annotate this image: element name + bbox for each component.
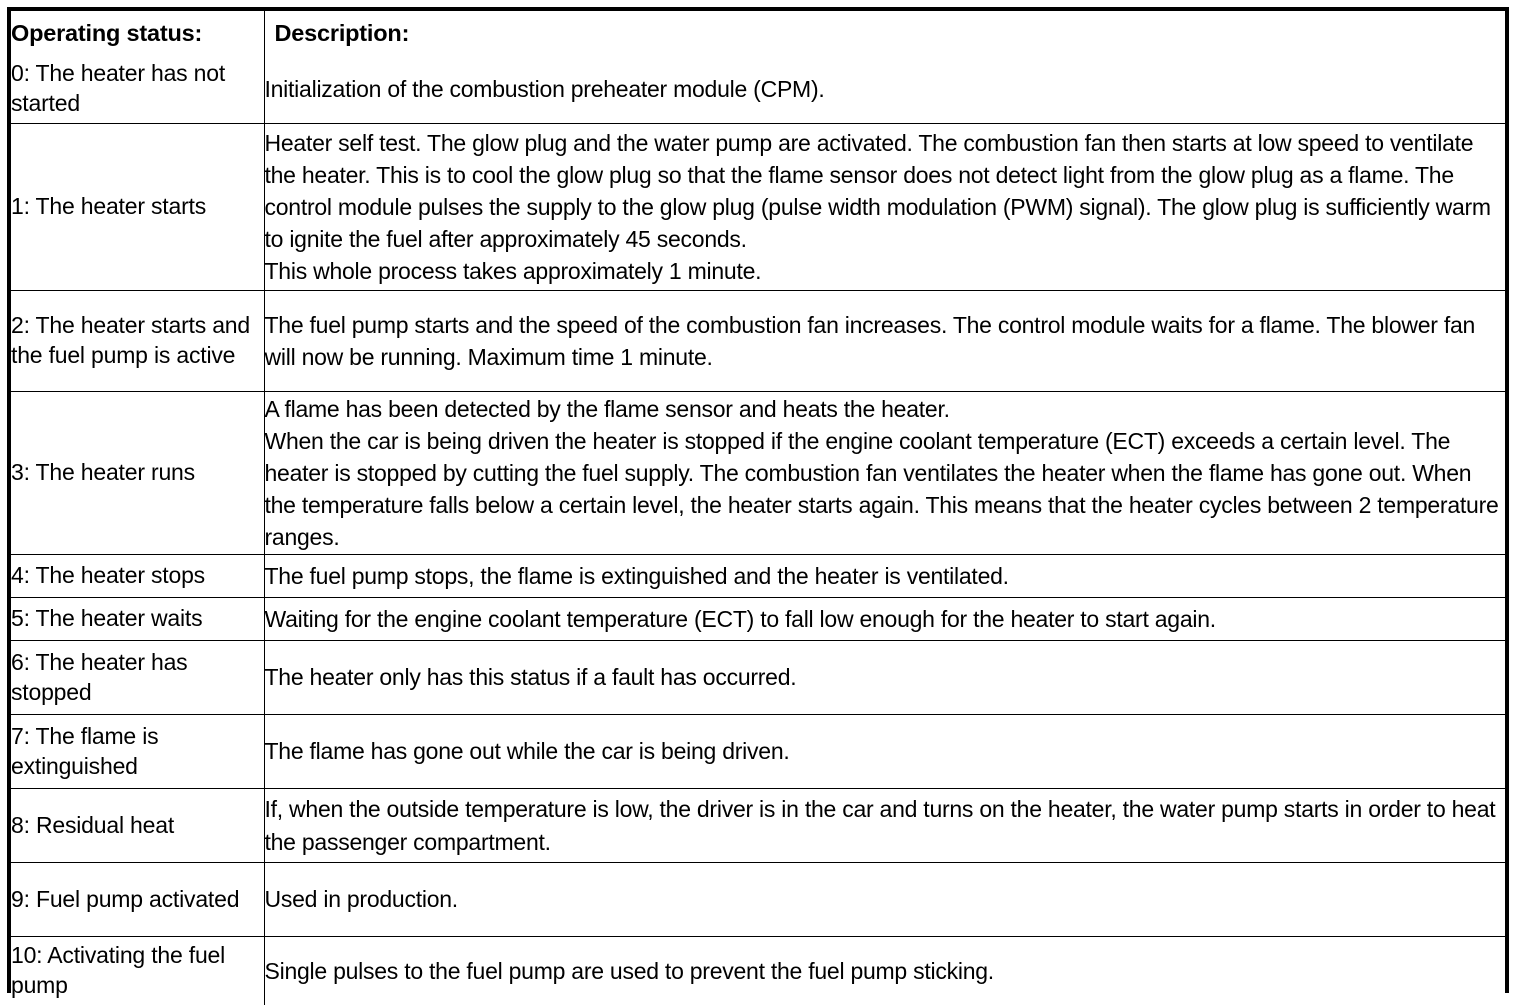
cell-operating-status: 5: The heater waits <box>11 598 264 641</box>
cell-description: Used in production. <box>264 863 1505 937</box>
description-line: When the car is being driven the heater … <box>265 425 1506 554</box>
cell-description: Initialization of the combustion preheat… <box>264 55 1505 124</box>
cell-description: The heater only has this status if a fau… <box>264 641 1505 715</box>
description-line: If, when the outside temperature is low,… <box>265 793 1506 857</box>
cell-description: Waiting for the engine coolant temperatu… <box>264 598 1505 641</box>
cell-description: Heater self test. The glow plug and the … <box>264 124 1505 291</box>
cell-description: The fuel pump stops, the flame is exting… <box>264 555 1505 598</box>
cell-operating-status: 4: The heater stops <box>11 555 264 598</box>
cell-operating-status: 3: The heater runs <box>11 392 264 555</box>
description-line: Heater self test. The glow plug and the … <box>265 127 1506 256</box>
table-row: 2: The heater starts and the fuel pump i… <box>11 291 1505 392</box>
column-header-description: Description: <box>264 11 1505 55</box>
description-line: The heater only has this status if a fau… <box>265 661 1506 693</box>
table-header-row: Operating status: Description: <box>11 11 1505 55</box>
cell-operating-status: 10: Activating the fuel pump <box>11 937 264 1005</box>
cell-operating-status: 8: Residual heat <box>11 789 264 863</box>
table-header: Operating status: Description: <box>11 11 1505 55</box>
column-header-operating-status: Operating status: <box>11 11 264 55</box>
description-line: The fuel pump stops, the flame is exting… <box>265 560 1506 592</box>
description-line: The fuel pump starts and the speed of th… <box>265 309 1506 373</box>
description-line: A flame has been detected by the flame s… <box>265 393 1506 425</box>
description-line: This whole process takes approximately 1… <box>265 255 1506 287</box>
description-line: The flame has gone out while the car is … <box>265 735 1506 767</box>
description-line: Used in production. <box>265 883 1506 915</box>
cell-operating-status: 7: The flame is extinguished <box>11 715 264 789</box>
cell-description: A flame has been detected by the flame s… <box>264 392 1505 555</box>
cell-operating-status: 9: Fuel pump activated <box>11 863 264 937</box>
cell-operating-status: 0: The heater has not started <box>11 55 264 124</box>
cell-operating-status: 2: The heater starts and the fuel pump i… <box>11 291 264 392</box>
cell-operating-status: 6: The heater has stopped <box>11 641 264 715</box>
description-line: Single pulses to the fuel pump are used … <box>265 955 1506 987</box>
operating-status-table-container: Operating status: Description: 0: The he… <box>7 7 1509 993</box>
description-line: Initialization of the combustion preheat… <box>265 73 1506 105</box>
operating-status-table: Operating status: Description: 0: The he… <box>11 11 1505 1005</box>
cell-description: Single pulses to the fuel pump are used … <box>264 937 1505 1005</box>
cell-description: If, when the outside temperature is low,… <box>264 789 1505 863</box>
description-line: Waiting for the engine coolant temperatu… <box>265 603 1506 635</box>
cell-description: The flame has gone out while the car is … <box>264 715 1505 789</box>
cell-description: The fuel pump starts and the speed of th… <box>264 291 1505 392</box>
cell-operating-status: 1: The heater starts <box>11 124 264 291</box>
